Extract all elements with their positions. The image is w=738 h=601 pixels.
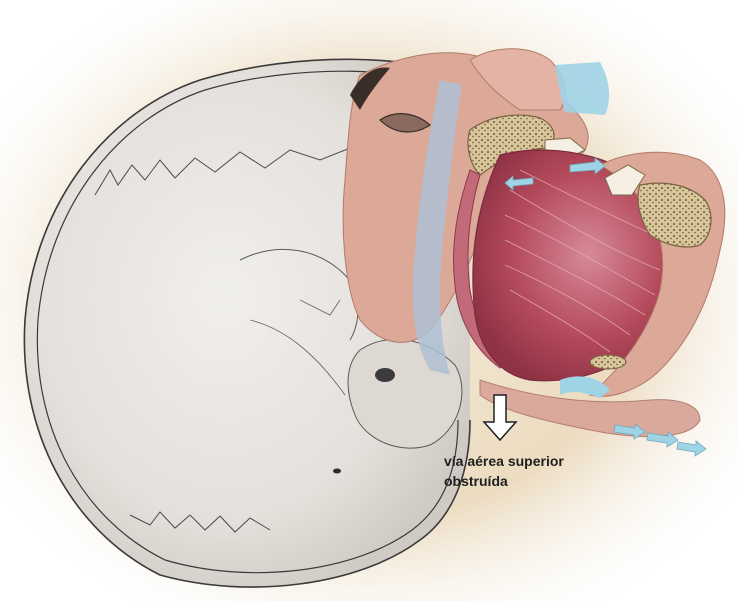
hyoid-bone	[590, 355, 626, 369]
obstructed-airway-label-line1: vía aérea superior	[444, 452, 564, 470]
ear-canal	[375, 368, 395, 382]
foramen	[333, 469, 341, 474]
obstructed-airway-label-line2: obstruída	[444, 472, 508, 490]
